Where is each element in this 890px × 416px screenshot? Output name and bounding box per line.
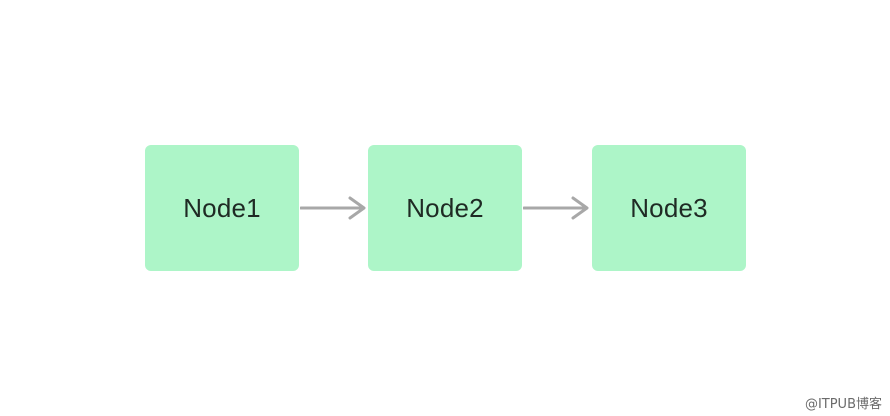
arrow-node2-to-node3	[523, 196, 589, 220]
node-3-box: Node3	[592, 145, 746, 271]
node-2-box: Node2	[368, 145, 522, 271]
arrow-node1-to-node2	[300, 196, 366, 220]
node-3-label: Node3	[630, 192, 708, 223]
watermark-text: @ITPUB博客	[804, 397, 882, 412]
node-1-label: Node1	[183, 192, 261, 223]
node-1-box: Node1	[145, 145, 299, 271]
node-2-label: Node2	[406, 192, 484, 223]
